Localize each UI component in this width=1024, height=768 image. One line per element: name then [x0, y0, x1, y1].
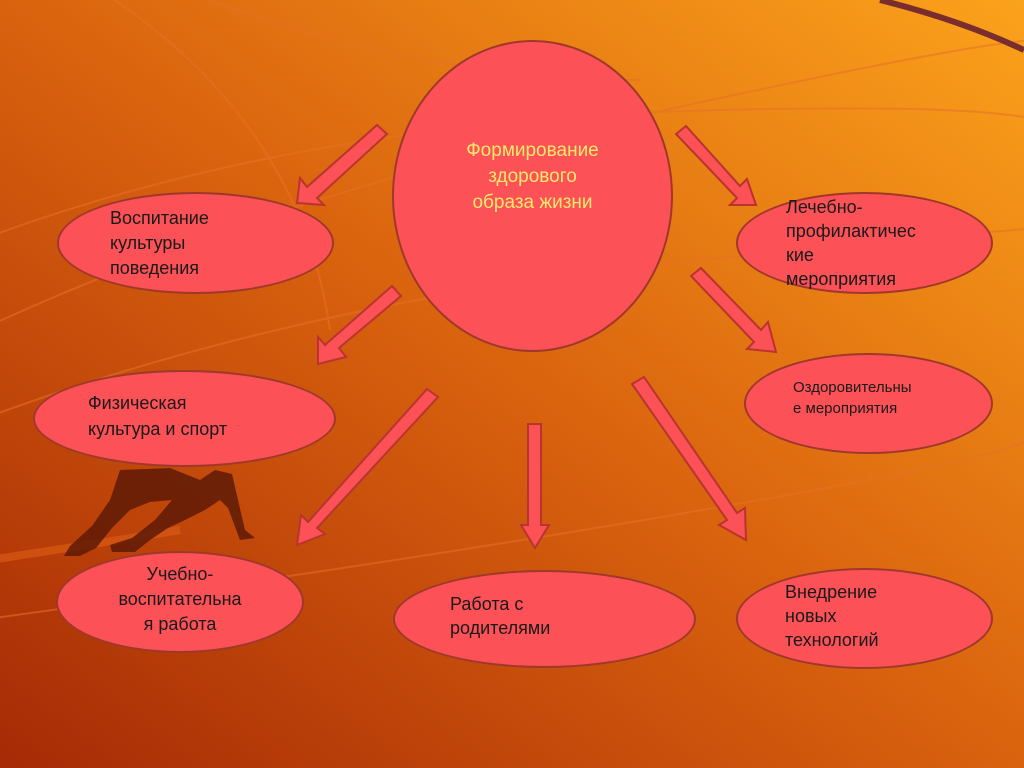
- arrow-to-ozdorov: [689, 266, 778, 354]
- node-vospitanie: Воспитание культуры поведения: [57, 192, 334, 294]
- node-lechebno-label: Лечебно- профилактичес кие мероприятия: [786, 197, 916, 289]
- node-roditeli-label: Работа с родителями: [450, 594, 551, 638]
- center-node: Формирование здорового образа жизни: [392, 40, 673, 352]
- node-vnedrenie: Внедрение новых технологий: [736, 568, 993, 669]
- center-node-label: Формирование здорового образа жизни: [466, 140, 599, 213]
- arrow-to-vnedrenie: [630, 375, 748, 542]
- arrow-to-vospitanie: [295, 123, 389, 207]
- node-uchebno: Учебно- воспитательна я работа: [56, 551, 304, 653]
- arrow-to-roditeli: [519, 423, 551, 550]
- node-fizkultura-label: Физическая культура и спорт: [88, 392, 228, 439]
- corner-stripe: [879, 0, 1024, 53]
- node-ozdorov-label: Оздоровительны е мероприятия: [793, 378, 912, 417]
- arrow-to-lechebno: [674, 124, 758, 206]
- node-vnedrenie-label: Внедрение новых технологий: [785, 581, 879, 650]
- track-band: [0, 526, 181, 563]
- arrows: [295, 123, 778, 550]
- sprinter-silhouette: [64, 468, 255, 556]
- arrow-to-uchebno: [295, 387, 440, 547]
- node-vospitanie-label: Воспитание культуры поведения: [110, 207, 209, 278]
- node-lechebno: Лечебно- профилактичес кие мероприятия: [736, 192, 993, 294]
- node-uchebno-label: Учебно- воспитательна я работа: [118, 563, 242, 634]
- arrow-to-fizkultura: [317, 284, 403, 366]
- node-fizkultura: Физическая культура и спорт: [33, 370, 336, 467]
- node-ozdorov: Оздоровительны е мероприятия: [744, 353, 993, 454]
- node-roditeli: Работа с родителями: [393, 570, 696, 668]
